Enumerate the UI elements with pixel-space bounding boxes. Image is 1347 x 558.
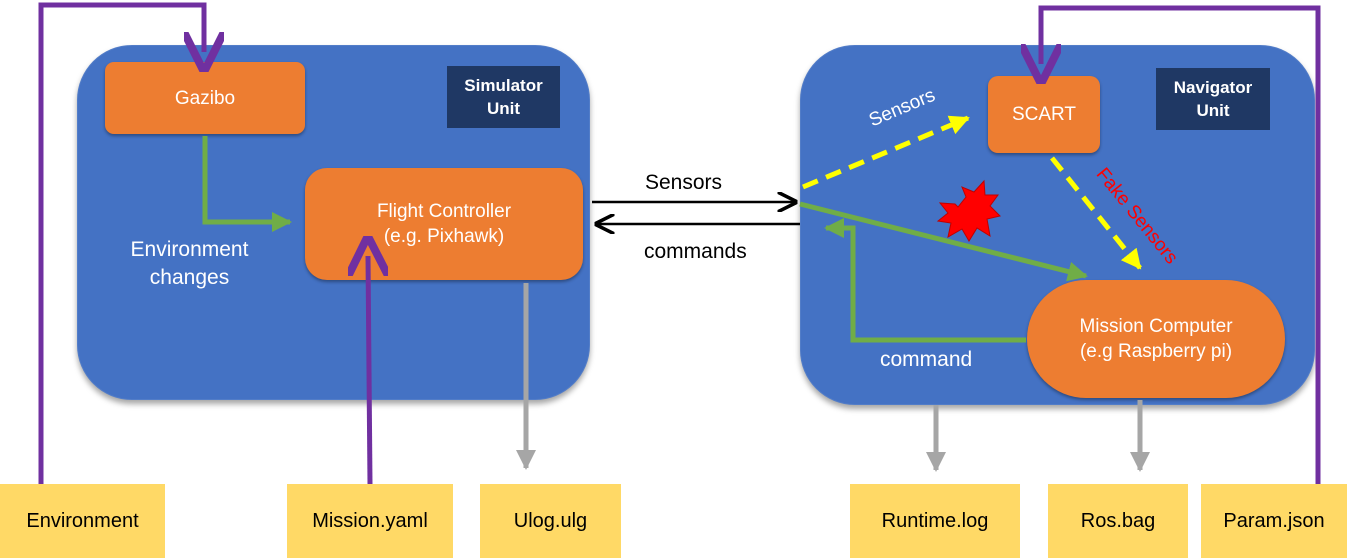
mission-to-flight-controller-arrow <box>368 256 370 485</box>
param-json-file[interactable]: Param.json <box>1201 484 1347 558</box>
sensors-to-mission-computer-arrow <box>799 201 1088 282</box>
simulator-unit-title: Simulator Unit <box>447 66 560 128</box>
attack-burst-icon <box>936 179 1001 242</box>
runtime-log-file[interactable]: Runtime.log <box>850 484 1020 558</box>
scart-node[interactable]: SCART <box>988 76 1100 153</box>
environment-file[interactable]: Environment <box>0 484 165 558</box>
sensors-link-label: Sensors <box>645 171 723 194</box>
navigator-unit-title: Navigator Unit <box>1156 68 1270 130</box>
sensors-to-scart-dashed-arrow <box>802 115 970 190</box>
environment-changes-label: Environment changes <box>130 238 249 289</box>
rosbag-file[interactable]: Ros.bag <box>1048 484 1188 558</box>
environment-to-gazebo-arrow <box>38 2 204 484</box>
gazebo-node[interactable]: Gazibo <box>105 62 305 134</box>
mission-computer-command-arrow <box>823 218 1026 343</box>
mission-computer-node[interactable]: Mission Computer (e.g Raspberry pi) <box>1027 280 1285 398</box>
commands-link-label: commands <box>644 240 747 263</box>
ulog-file[interactable]: Ulog.ulg <box>480 484 621 558</box>
command-label: command <box>880 348 973 371</box>
gazebo-to-flight-controller-arrow <box>202 136 293 232</box>
mission-yaml-file[interactable]: Mission.yaml <box>287 484 453 558</box>
param-to-scart-arrow <box>1041 5 1321 484</box>
